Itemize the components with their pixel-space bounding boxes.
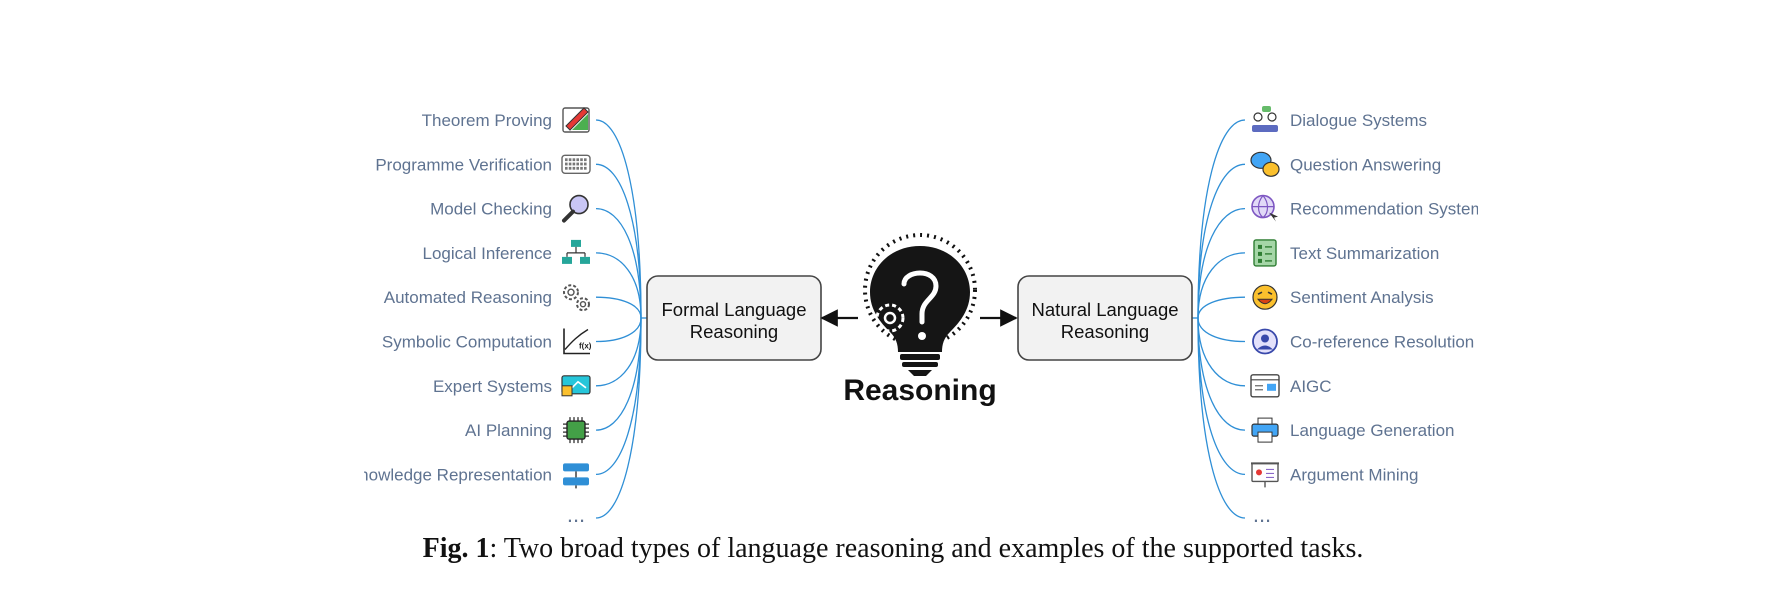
natural-box-line-1: Natural Language xyxy=(1031,299,1178,320)
checklist-icon xyxy=(1253,239,1277,267)
natural-box-line-2: Reasoning xyxy=(1061,321,1149,342)
flowchart-icon xyxy=(562,239,590,264)
formal-task-label: Model Checking xyxy=(430,200,552,219)
natural-connector-more xyxy=(1197,317,1246,519)
projector-screen-icon xyxy=(1251,462,1279,488)
formal-task-row: Logical Inference xyxy=(423,239,590,264)
formal-connectors xyxy=(595,119,647,519)
formal-task-row: Programme Verification xyxy=(375,154,591,175)
printer-icon xyxy=(1251,417,1279,443)
formal-connector xyxy=(595,296,642,319)
natural-task-label: Language Generation xyxy=(1290,421,1454,440)
people-chat-icon xyxy=(1252,106,1278,132)
presentation-board-icon xyxy=(561,375,591,397)
natural-task-row: Argument Mining xyxy=(1251,462,1419,488)
natural-more-ellipsis: ... xyxy=(1253,502,1271,527)
formal-connector xyxy=(595,252,642,319)
natural-task-row: Dialogue Systems xyxy=(1252,106,1427,132)
formal-task-row: Symbolic Computation f(x) xyxy=(382,328,592,355)
formal-task-label: Automated Reasoning xyxy=(384,288,552,307)
formal-task-label: Theorem Proving xyxy=(422,111,552,130)
natural-connector xyxy=(1197,207,1246,319)
natural-task-label: Question Answering xyxy=(1290,155,1441,174)
natural-connector xyxy=(1197,252,1246,319)
globe-cursor-icon xyxy=(1251,194,1278,222)
formal-task-label: Expert Systems xyxy=(433,377,552,396)
formal-task-row: Automated Reasoning xyxy=(384,284,590,312)
laughing-face-icon xyxy=(1252,284,1278,310)
formal-task-label: Programme Verification xyxy=(375,155,552,174)
formal-connector xyxy=(595,119,642,319)
chip-icon xyxy=(563,417,589,444)
formal-task-label: AI Planning xyxy=(465,421,552,440)
natural-connector xyxy=(1197,317,1246,387)
formal-task-label: Symbolic Computation xyxy=(382,333,552,352)
natural-connector xyxy=(1197,317,1246,343)
formal-connector xyxy=(595,317,642,431)
formal-box-line-2: Reasoning xyxy=(690,321,778,342)
natural-task-label: Text Summarization xyxy=(1290,244,1439,263)
natural-task-row: Text Summarization xyxy=(1253,239,1439,267)
figure-caption: Fig. 1: Two broad types of language reas… xyxy=(0,533,1786,565)
center-title: Reasoning xyxy=(843,374,996,407)
formal-more-ellipsis: ... xyxy=(567,502,585,527)
formal-connector-more xyxy=(595,317,642,519)
stacked-blocks-icon xyxy=(563,463,589,489)
formal-connector xyxy=(595,163,642,319)
keyboard-icon xyxy=(561,154,591,175)
formal-task-label: Knowledge Representation xyxy=(348,465,552,484)
natural-task-row: Recommendation System xyxy=(1251,194,1485,222)
formal-task-row: Theorem Proving xyxy=(422,107,590,133)
natural-task-label: Recommendation System xyxy=(1290,200,1485,219)
formal-connector xyxy=(595,317,642,387)
formal-task-row: Knowledge Representation xyxy=(348,463,589,489)
formal-task-row: Expert Systems xyxy=(433,375,591,397)
browser-window-icon xyxy=(1250,374,1280,398)
svg-text:f(x): f(x) xyxy=(579,342,592,351)
natural-connector xyxy=(1197,163,1246,319)
lightbulb-gear-question-icon xyxy=(863,233,977,376)
formal-connector xyxy=(595,317,642,343)
gears-icon xyxy=(563,284,590,312)
natural-connector xyxy=(1197,119,1246,319)
natural-task-label: Argument Mining xyxy=(1290,465,1419,484)
formal-task-label: Logical Inference xyxy=(423,244,552,263)
natural-task-label: AIGC xyxy=(1290,377,1332,396)
speech-bubbles-icon xyxy=(1250,151,1280,177)
natural-task-label: Sentiment Analysis xyxy=(1290,288,1434,307)
formal-box-line-1: Formal Language xyxy=(661,299,806,320)
natural-task-row: Sentiment Analysis xyxy=(1252,284,1434,310)
natural-task-row: Co-reference Resolution xyxy=(1252,328,1474,355)
caption-text: : Two broad types of language reasoning … xyxy=(489,533,1364,564)
formal-language-box: Formal Language Reasoning xyxy=(646,275,822,361)
formal-task-row: Model Checking xyxy=(430,194,589,223)
function-graph-icon: f(x) xyxy=(563,328,592,355)
drafting-pencil-icon xyxy=(562,107,590,133)
natural-task-label: Dialogue Systems xyxy=(1290,111,1427,130)
natural-connector xyxy=(1197,296,1246,319)
natural-connector xyxy=(1197,317,1246,431)
natural-task-row: AIGC xyxy=(1250,374,1332,398)
magnifier-icon xyxy=(562,194,589,223)
formal-connector xyxy=(595,207,642,319)
caption-label: Fig. 1 xyxy=(422,533,490,564)
natural-task-label: Co-reference Resolution xyxy=(1290,333,1474,352)
natural-task-row: Question Answering xyxy=(1250,151,1441,177)
natural-language-box: Natural Language Reasoning xyxy=(1017,275,1193,361)
natural-connectors xyxy=(1192,119,1246,519)
user-avatar-icon xyxy=(1252,328,1278,355)
formal-task-row: AI Planning xyxy=(465,417,589,444)
natural-task-row: Language Generation xyxy=(1251,417,1454,443)
